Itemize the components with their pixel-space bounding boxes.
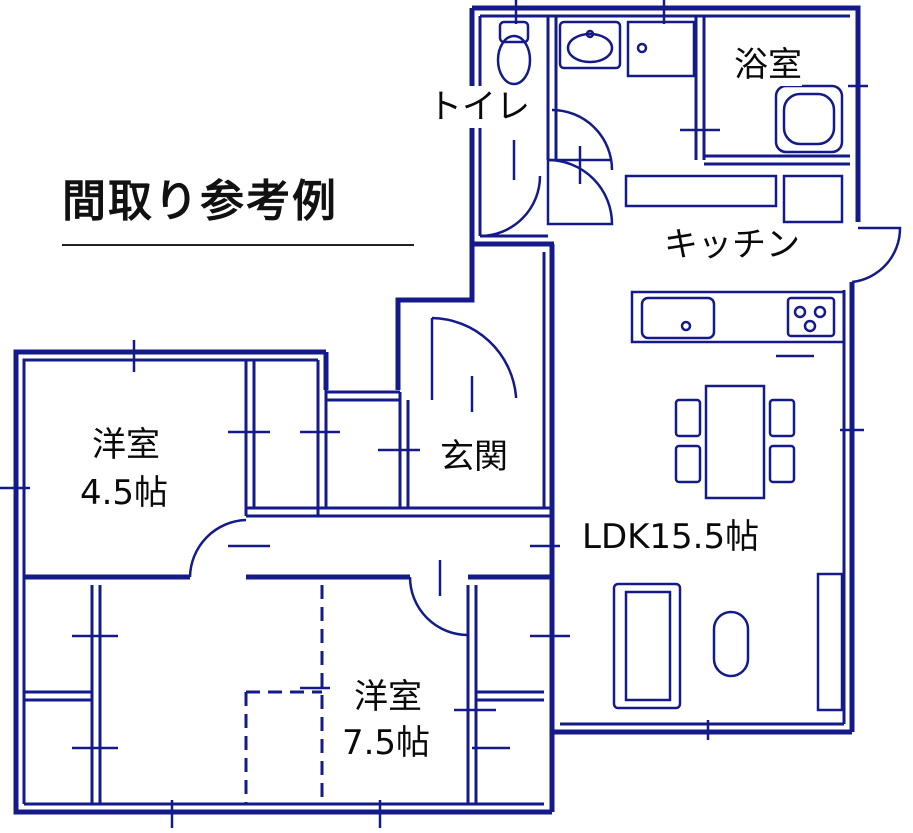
label-toilet: トイレ (428, 86, 530, 128)
label-western-a-name: 洋室 (74, 424, 178, 466)
label-western-a-size: 4.5帖 (62, 472, 186, 514)
plan-title: 間取り参考例 (62, 176, 338, 227)
label-ldk: LDK15.5帖 (582, 516, 760, 558)
wall-ticks (0, 0, 868, 828)
label-western-b-size: 7.5帖 (324, 722, 448, 764)
title-underline (62, 244, 414, 246)
dashed-partition (244, 585, 324, 804)
fixtures (496, 20, 846, 712)
label-bath: 浴室 (734, 44, 802, 86)
label-entrance: 玄関 (440, 436, 508, 478)
label-kitchen: キッチン (664, 224, 800, 266)
doors (188, 108, 902, 637)
interior-walls (24, 16, 850, 804)
label-western-b-name: 洋室 (336, 676, 440, 718)
